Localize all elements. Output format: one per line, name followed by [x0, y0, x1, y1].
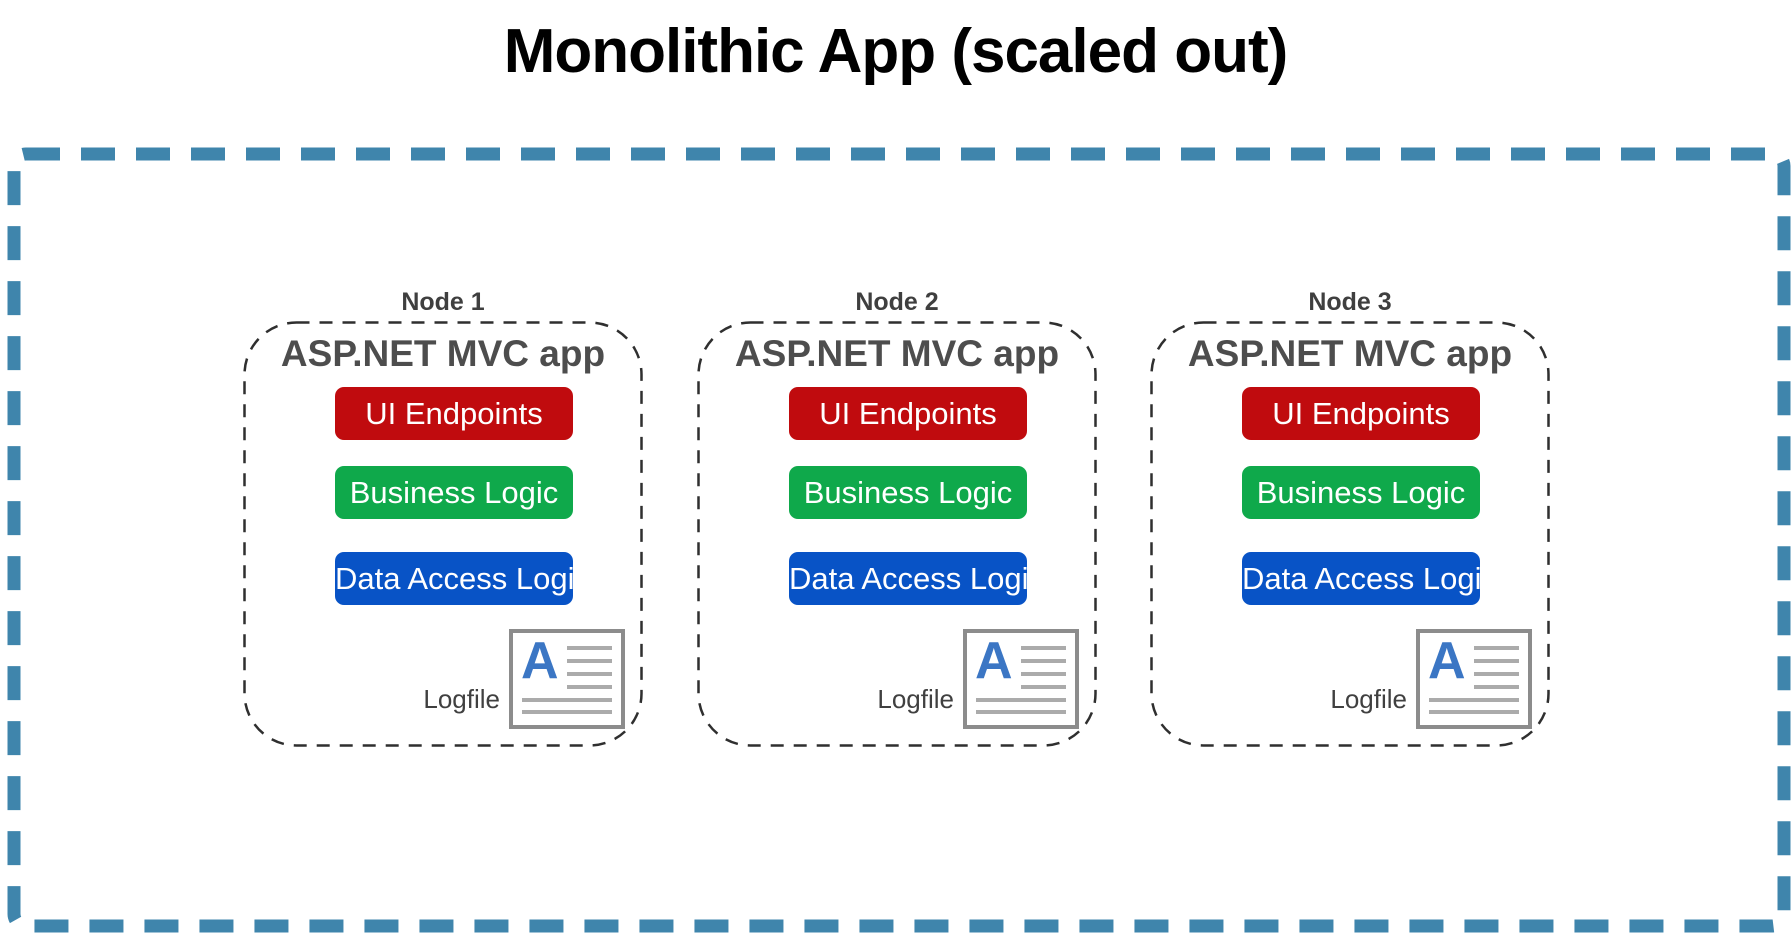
node-dashed-border	[697, 321, 1097, 747]
logfile-label: Logfile	[1330, 684, 1407, 714]
node-label: Node 1	[401, 288, 485, 316]
node-2: Node 2 ASP.NET MVC app UI Endpoints Busi…	[697, 288, 1097, 754]
node-3: Node 3 ASP.NET MVC app UI Endpoints Busi…	[1150, 288, 1550, 754]
app-title: ASP.NET MVC app	[734, 333, 1060, 374]
node-label: Node 3	[1308, 288, 1392, 316]
text-line	[976, 698, 1066, 702]
logfile-group: Logfile A	[423, 629, 625, 729]
text-line	[1474, 646, 1519, 650]
logfile-document-icon: A	[1416, 629, 1532, 729]
logfile-document-icon: A	[963, 629, 1079, 729]
text-line	[1021, 672, 1066, 676]
node-1: Node 1 ASP.NET MVC app UI Endpoints Busi…	[243, 288, 643, 754]
layer-ui-endpoints: UI Endpoints	[1242, 387, 1480, 440]
logfile-label: Logfile	[423, 684, 500, 714]
layer-business-logic: Business Logic	[789, 466, 1027, 519]
logfile-label: Logfile	[877, 684, 954, 714]
logfile-group: Logfile A	[877, 629, 1079, 729]
layer-data-access-logic: Data Access Logic	[1242, 552, 1497, 605]
text-line	[1474, 672, 1519, 676]
page-title: Monolithic App (scaled out)	[503, 17, 1289, 86]
text-line	[1474, 685, 1519, 689]
layer-data-access-logic: Data Access Logic	[335, 552, 590, 605]
text-line	[522, 710, 612, 714]
app-title: ASP.NET MVC app	[1187, 333, 1513, 374]
logfile-group: Logfile A	[1330, 629, 1532, 729]
logfile-letter-a: A	[521, 632, 559, 690]
text-line	[1021, 685, 1066, 689]
text-line	[1021, 659, 1066, 663]
text-line	[1021, 646, 1066, 650]
logfile-letter-a: A	[975, 632, 1013, 690]
logfile-letter-a: A	[1428, 632, 1466, 690]
text-line	[567, 659, 612, 663]
layer-business-logic: Business Logic	[1242, 466, 1480, 519]
text-line	[567, 646, 612, 650]
node-dashed-border	[1150, 321, 1550, 747]
node-dashed-border	[243, 321, 643, 747]
text-line	[1429, 710, 1519, 714]
layer-business-logic: Business Logic	[335, 466, 573, 519]
app-title: ASP.NET MVC app	[280, 333, 606, 374]
layer-ui-endpoints: UI Endpoints	[335, 387, 573, 440]
layer-ui-endpoints: UI Endpoints	[789, 387, 1027, 440]
layer-data-access-logic: Data Access Logic	[789, 552, 1044, 605]
node-box: ASP.NET MVC app UI Endpoints Business Lo…	[1150, 321, 1550, 747]
text-line	[976, 710, 1066, 714]
logfile-document-icon: A	[509, 629, 625, 729]
node-box: ASP.NET MVC app UI Endpoints Business Lo…	[697, 321, 1097, 747]
node-box: ASP.NET MVC app UI Endpoints Business Lo…	[243, 321, 643, 747]
node-label: Node 2	[855, 288, 939, 316]
text-line	[522, 698, 612, 702]
text-line	[567, 672, 612, 676]
text-line	[1429, 698, 1519, 702]
text-line	[567, 685, 612, 689]
text-line	[1474, 659, 1519, 663]
